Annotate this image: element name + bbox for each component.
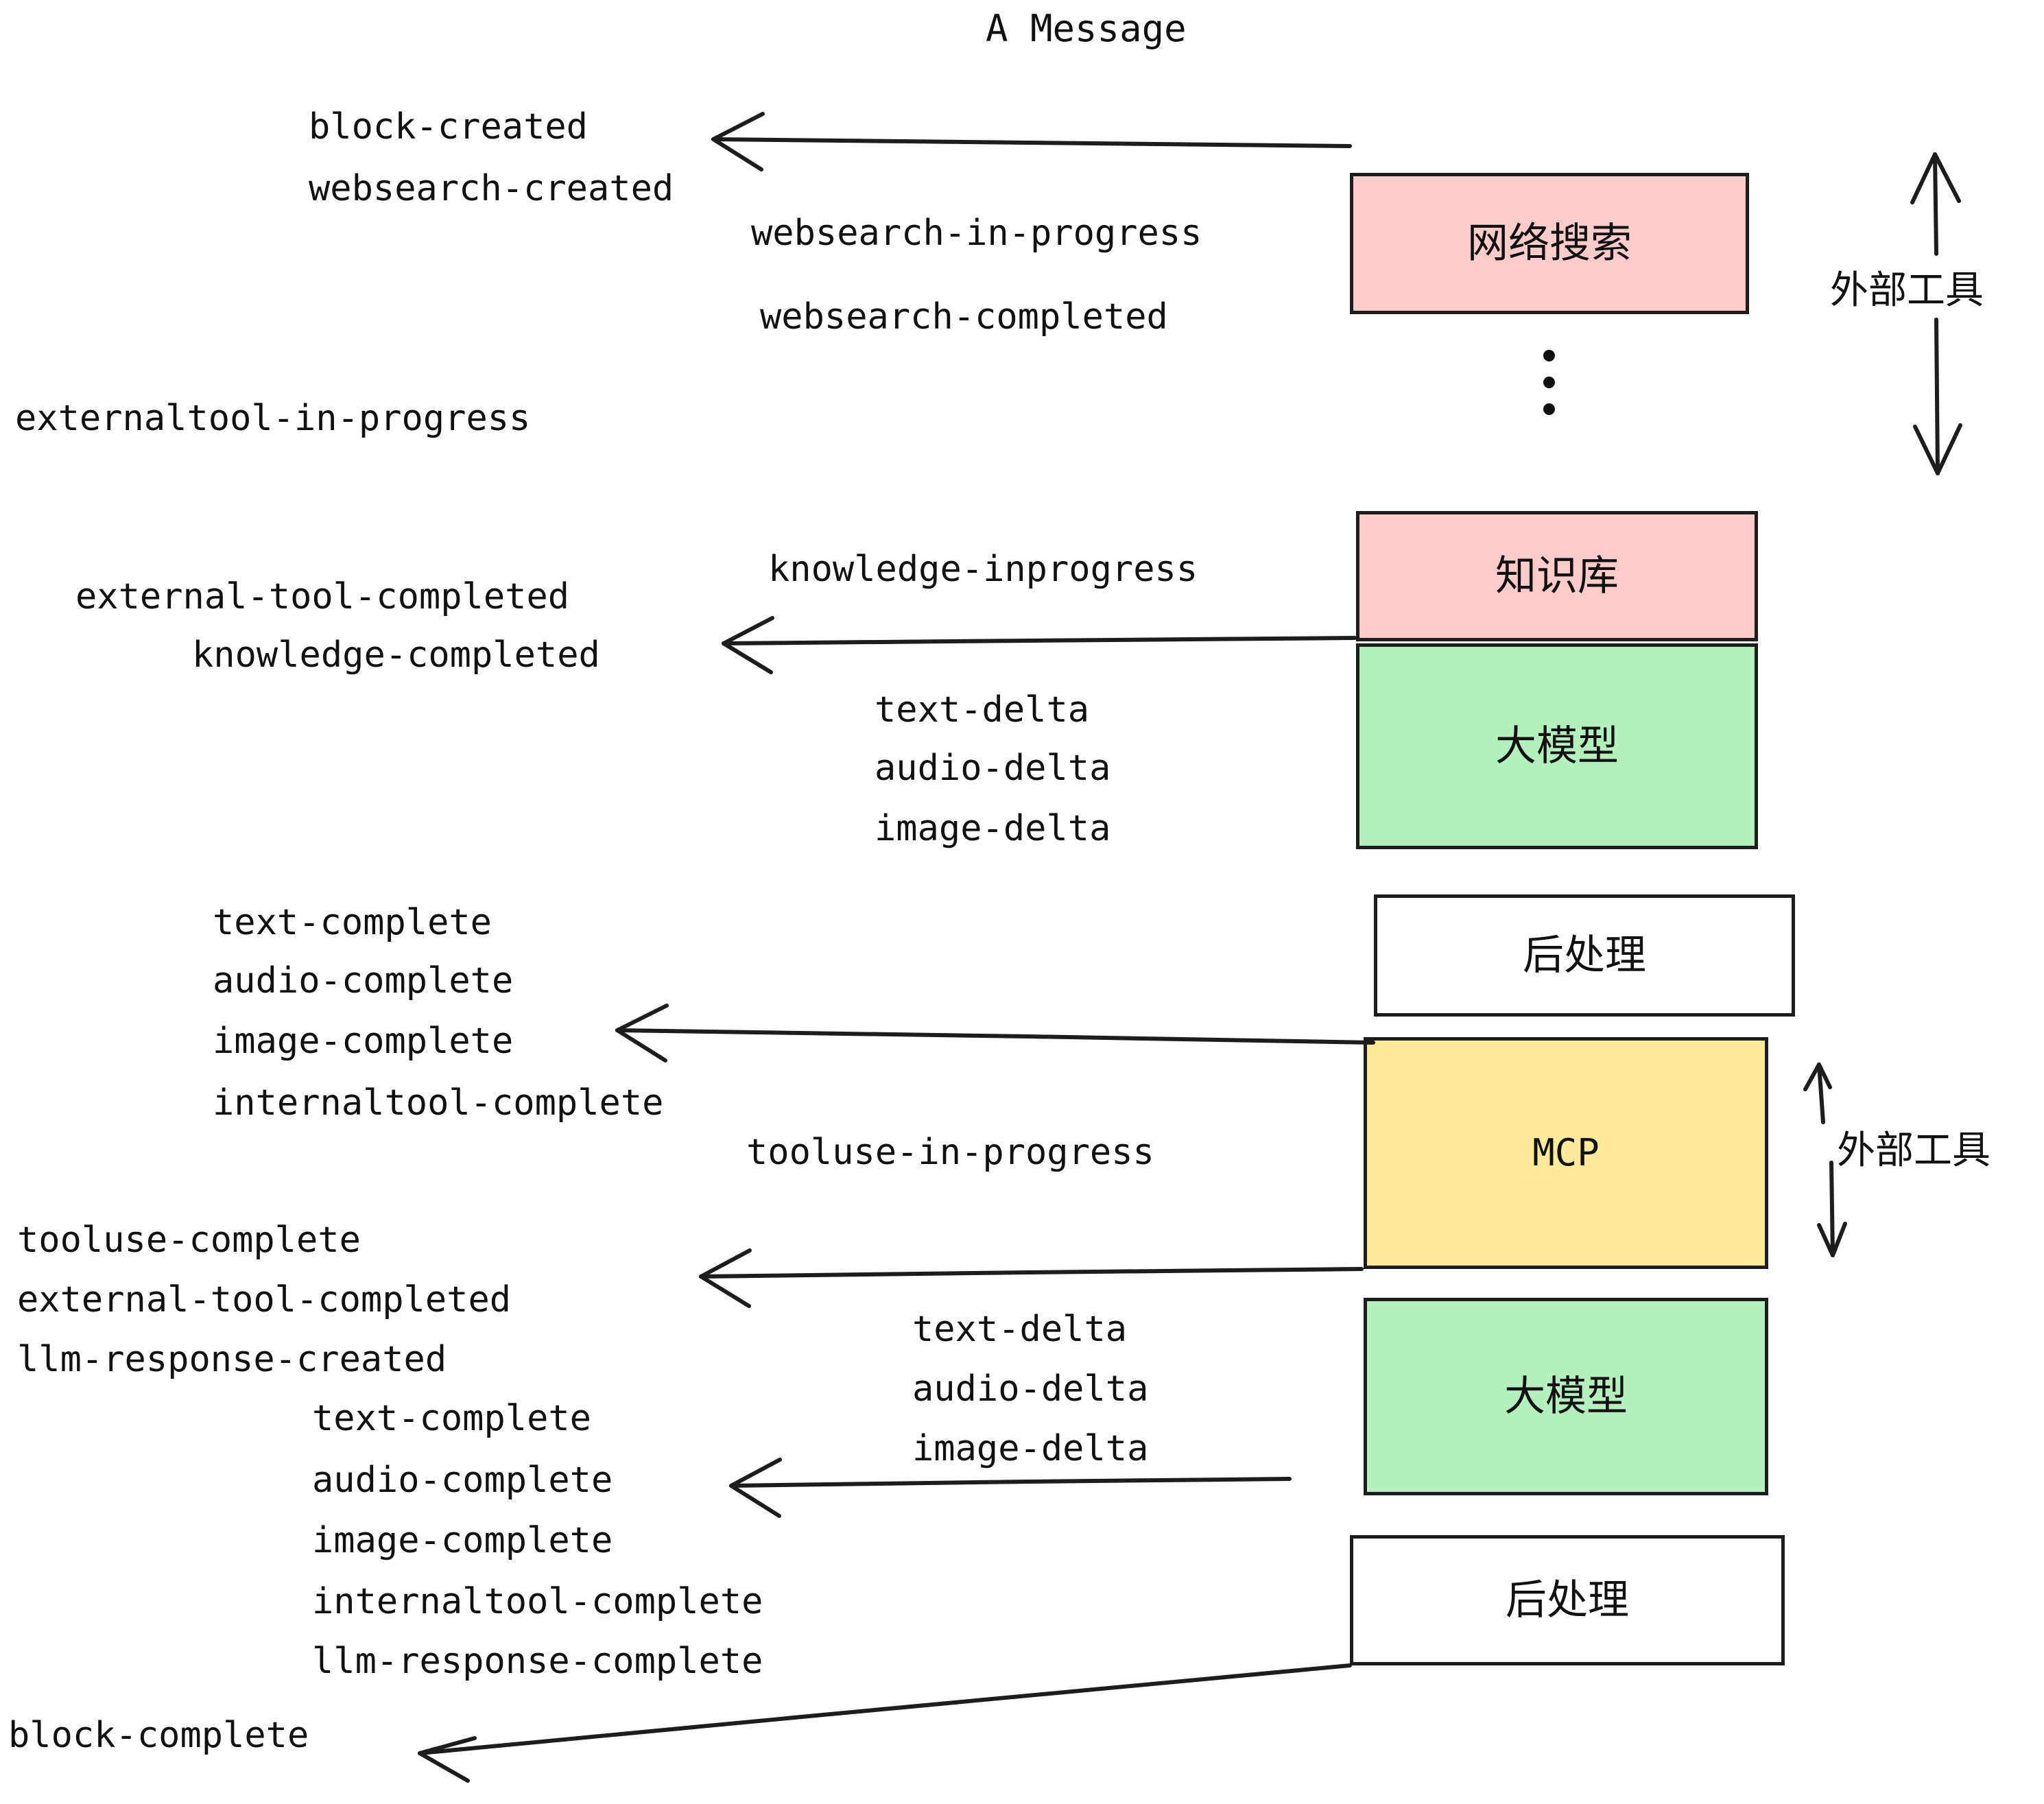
event-websearch-in-progress: websearch-in-progress [751, 213, 1202, 254]
external-tool-arrow-down-1 [1913, 318, 1962, 475]
stage-box-label: 网络搜索 [1467, 219, 1632, 268]
external-tool-annotation-1: 外部工具 [1830, 268, 1984, 313]
stage-box-knowledge[interactable]: 知识库 [1356, 511, 1758, 641]
stage-box-websearch[interactable]: 网络搜索 [1350, 173, 1749, 314]
event-block-complete: block-complete [8, 1715, 309, 1756]
event-knowledge-inprogress: knowledge-inprogress [768, 549, 1198, 590]
stage-box-label: 知识库 [1495, 552, 1619, 600]
event-audio-complete-1: audio-complete [213, 960, 514, 1001]
stage-box-postprocess-1[interactable]: 后处理 [1374, 894, 1795, 1017]
event-websearch-completed: websearch-completed [760, 296, 1168, 337]
stage-box-postprocess-2[interactable]: 后处理 [1350, 1535, 1785, 1665]
event-text-complete-1: text-complete [213, 902, 492, 943]
event-knowledge-completed: knowledge-completed [192, 634, 600, 676]
event-text-delta-2: text-delta [912, 1309, 1128, 1350]
event-websearch-created: websearch-created [309, 168, 674, 209]
stage-box-label: MCP [1532, 1131, 1600, 1174]
stage-box-label: 大模型 [1495, 722, 1619, 770]
event-llm-response-complete: llm-response-complete [312, 1641, 763, 1682]
event-image-complete-1: image-complete [213, 1021, 514, 1062]
external-tool-arrow-up-2 [1803, 1063, 1832, 1124]
stage-box-mcp[interactable]: MCP [1364, 1037, 1768, 1269]
stage-box-label: 大模型 [1504, 1373, 1628, 1421]
external-tool-arrow-up-1 [1910, 152, 1961, 256]
arrow-knowledge-to-completed [722, 616, 1357, 674]
event-externaltool-in-progress: externaltool-in-progress [15, 398, 531, 439]
event-image-complete-2: image-complete [312, 1520, 613, 1561]
stage-box-llm-1[interactable]: 大模型 [1356, 643, 1758, 849]
event-text-delta-1: text-delta [875, 689, 1090, 731]
event-audio-delta-2: audio-delta [912, 1368, 1149, 1410]
event-image-delta-2: image-delta [912, 1428, 1149, 1469]
external-tool-arrow-down-2 [1817, 1161, 1847, 1257]
arrow-postprocess2-to-block-complete [418, 1663, 1352, 1783]
page-title: A Message [986, 7, 1187, 50]
ellipsis-vertical-icon [1543, 350, 1555, 415]
stage-box-llm-2[interactable]: 大模型 [1364, 1298, 1768, 1495]
event-internaltool-complete-1: internaltool-complete [213, 1082, 664, 1124]
event-internaltool-complete-2: internaltool-complete [312, 1581, 763, 1622]
event-tooluse-complete: tooluse-complete [17, 1220, 361, 1261]
stage-box-label: 后处理 [1506, 1576, 1629, 1624]
event-audio-delta-1: audio-delta [875, 748, 1111, 789]
event-text-complete-2: text-complete [312, 1398, 591, 1439]
stage-box-label: 后处理 [1523, 931, 1646, 980]
event-external-tool-completed-1: external-tool-completed [75, 576, 570, 617]
event-image-delta-1: image-delta [875, 808, 1111, 849]
event-llm-response-created: llm-response-created [17, 1339, 447, 1380]
event-audio-complete-2: audio-complete [312, 1460, 613, 1501]
external-tool-annotation-2: 外部工具 [1837, 1128, 1990, 1173]
event-tooluse-in-progress: tooluse-in-progress [746, 1132, 1154, 1173]
arrow-mcp-to-tooluse-complete [699, 1248, 1364, 1308]
arrow-postprocess-to-image-complete [615, 1004, 1375, 1063]
arrow-websearch-to-created [711, 112, 1352, 171]
event-external-tool-completed-2: external-tool-completed [17, 1279, 512, 1320]
event-block-created: block-created [309, 106, 588, 147]
